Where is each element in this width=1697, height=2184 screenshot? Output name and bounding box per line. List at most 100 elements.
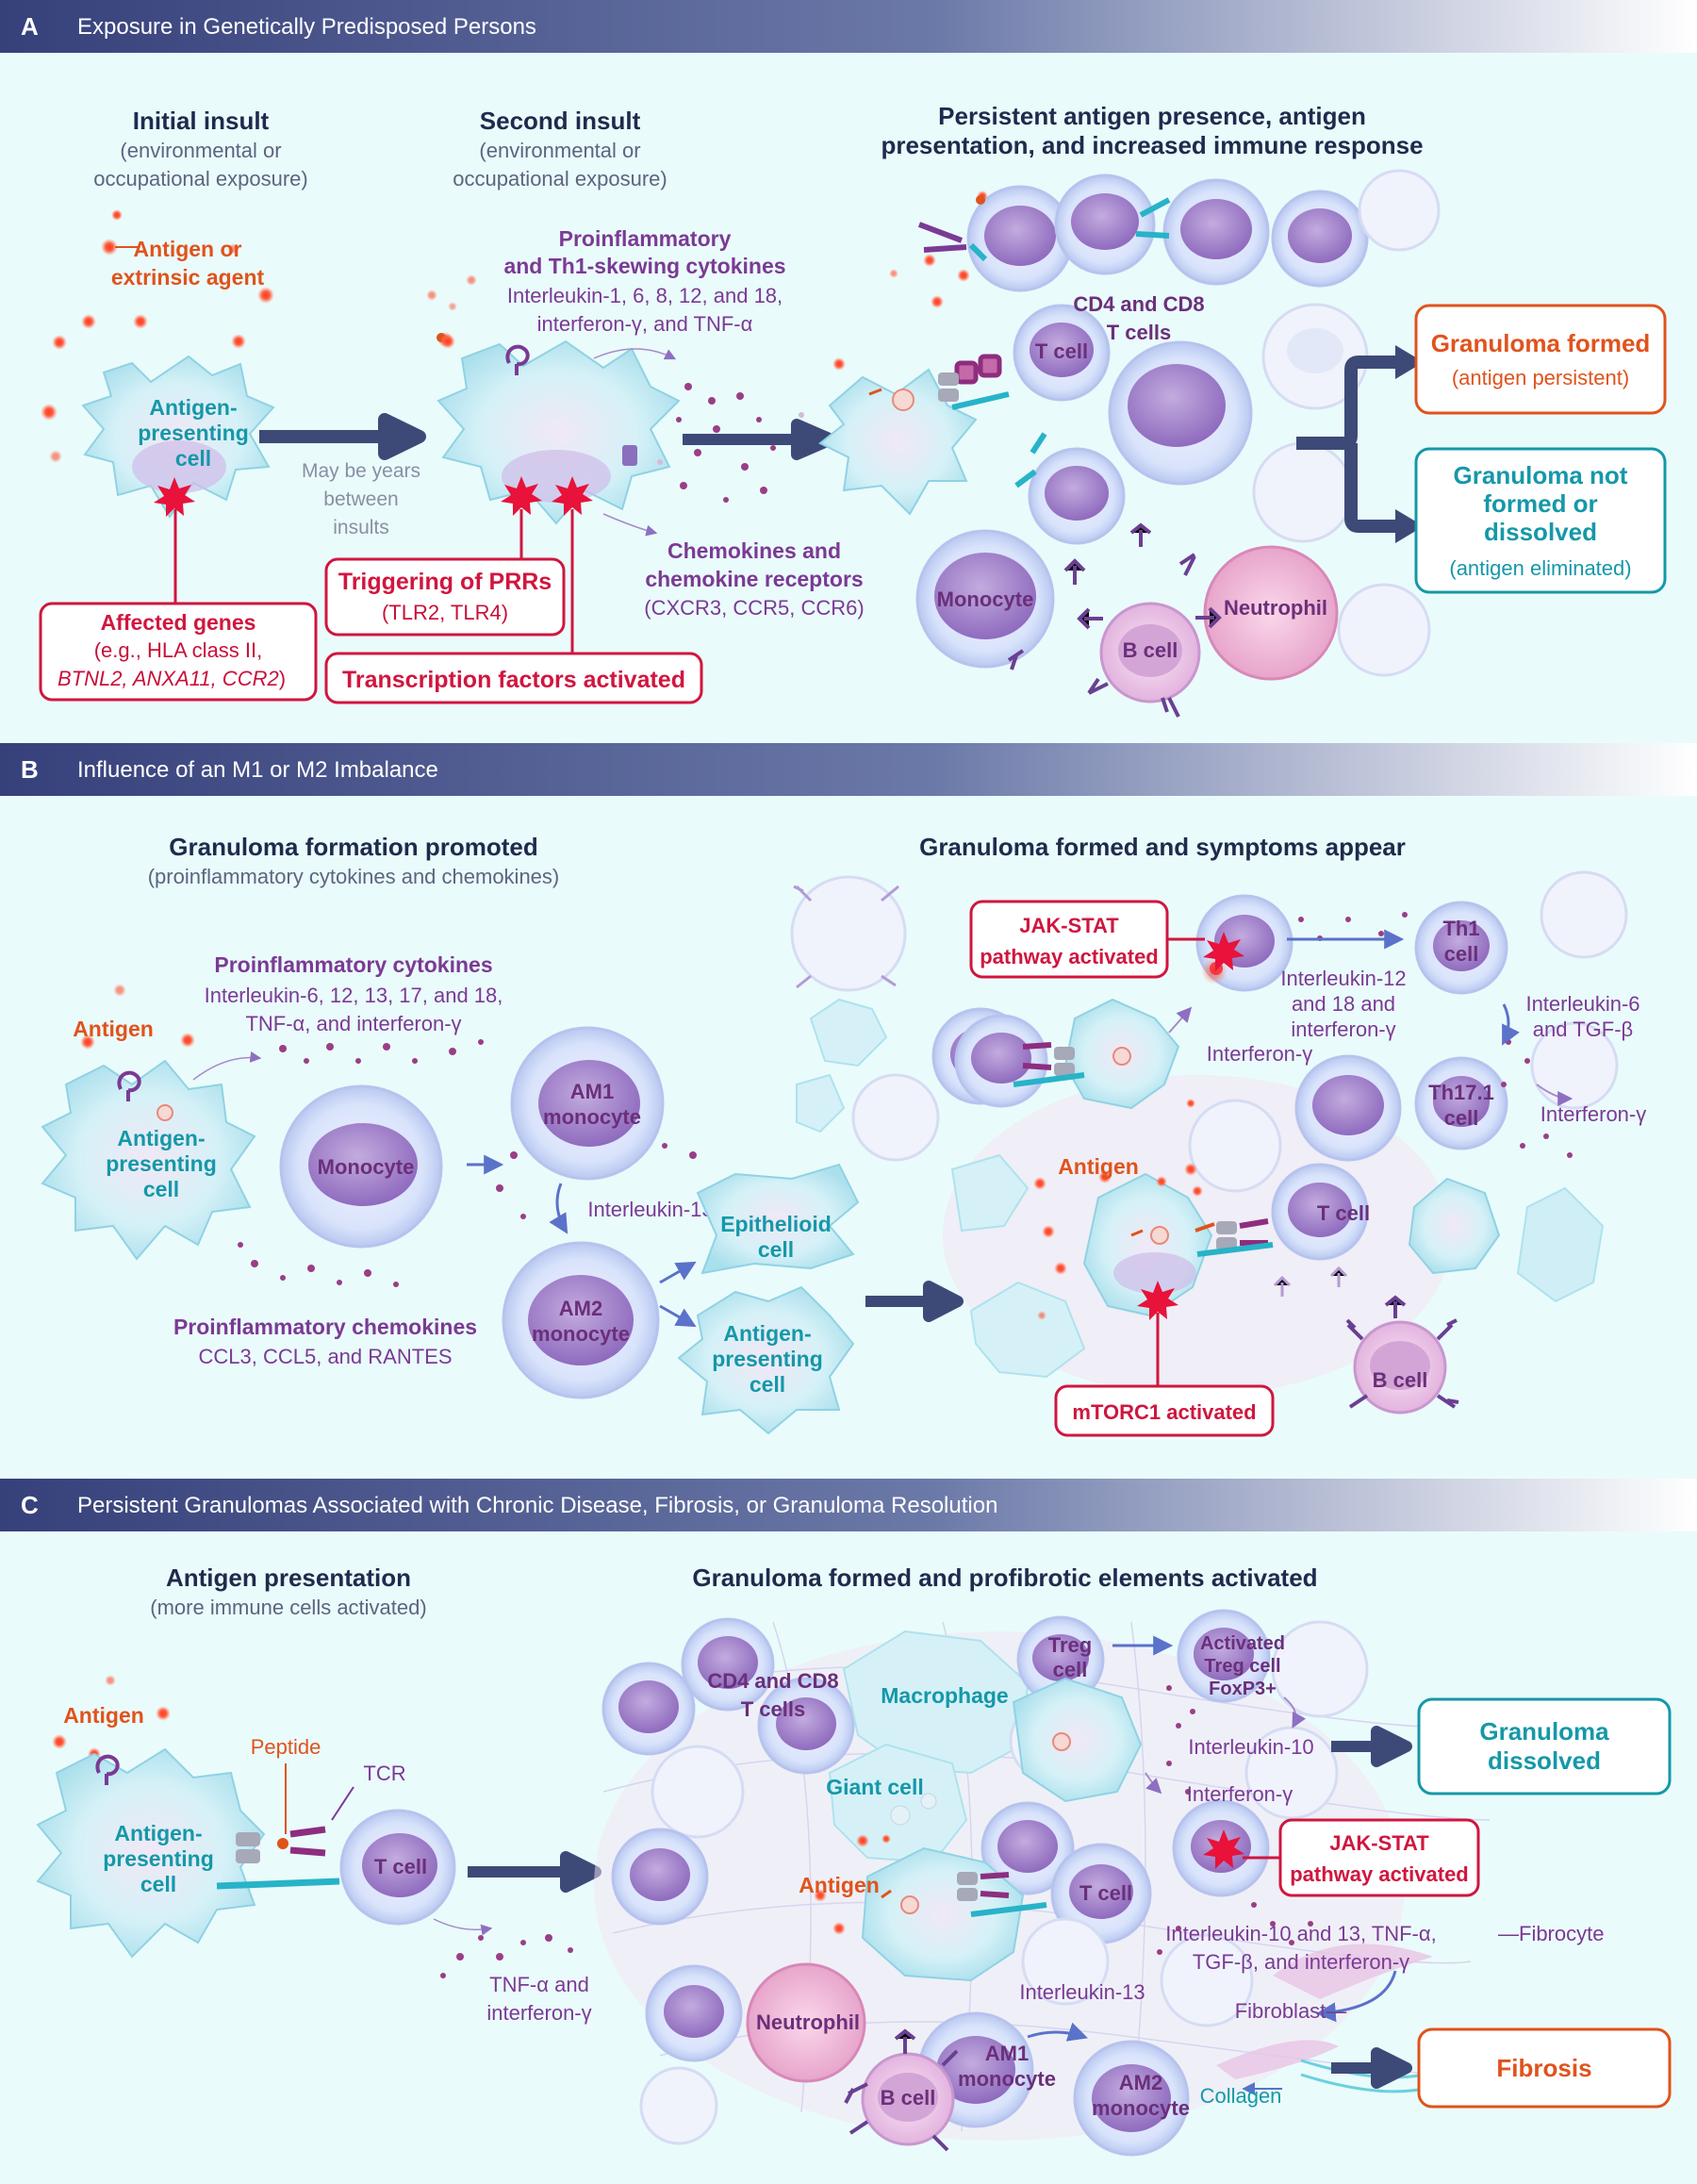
persistent-heading-1: Persistent antigen presence, antigen	[938, 102, 1366, 130]
fibrosis-label: Fibrosis	[1496, 2054, 1591, 2082]
cell-cluster-a	[818, 169, 1441, 718]
affected-genes-line2: (e.g., HLA class II,	[94, 638, 263, 662]
triggering-prrs-box: Triggering of PRRs (TLR2, TLR4)	[324, 557, 566, 637]
affected-genes-box: Affected genes (e.g., HLA class II, BTNL…	[39, 602, 318, 702]
c-neutrophil-label: Neutrophil	[756, 2010, 860, 2034]
persistent-heading-2: presentation, and increased immune respo…	[881, 131, 1423, 159]
c-tnf-label-1: TNF-α and	[489, 1973, 589, 1996]
progression-arrow-c	[468, 1851, 601, 1893]
c-apc-label-2: presenting	[103, 1846, 214, 1871]
granuloma-not-formed-1: Granuloma not	[1454, 461, 1628, 489]
activation-burst-a3	[552, 476, 593, 516]
c-activated-treg-2: Treg cell	[1204, 1656, 1280, 1677]
c-macrophage-label: Macrophage	[881, 1683, 1008, 1708]
b-proinflammatory-cytokines-3: TNF-α, and interferon-γ	[245, 1012, 461, 1035]
apc-b1-label-2: presenting	[106, 1151, 217, 1176]
c-treg-label-2: cell	[1053, 1658, 1088, 1681]
b-epithelioid-label-1: Epithelioid	[720, 1212, 832, 1236]
b-am1-label-2: monocyte	[543, 1105, 641, 1129]
progression-arrow-b	[865, 1281, 964, 1322]
antigen-presenting-cell-a1	[81, 355, 275, 519]
panel-a-header: A Exposure in Genetically Predisposed Pe…	[0, 0, 1697, 53]
c-granuloma-cluster	[594, 1609, 1491, 2157]
c-ap-sub: (more immune cells activated)	[150, 1596, 426, 1619]
c-giant-cell-label: Giant cell	[826, 1775, 924, 1799]
formed-symptoms-heading: Granuloma formed and symptoms appear	[919, 833, 1406, 861]
c-bcell-label: B cell	[881, 2086, 936, 2110]
cd4-cd8-label-2: T cells	[1107, 321, 1171, 344]
granuloma-not-formed-3: dissolved	[1484, 518, 1597, 546]
c-am1-label-2: monocyte	[958, 2067, 1056, 2091]
b-cytokine-dots	[238, 1039, 697, 1287]
apc-b2-label-1: Antigen-	[723, 1321, 811, 1346]
b-il12-label-2: and 18 and	[1292, 992, 1395, 1016]
b-proinflammatory-cytokines-2: Interleukin-6, 12, 13, 17, and 18,	[205, 984, 503, 1007]
transcription-factors-box: Transcription factors activated	[324, 652, 703, 704]
b-ifn-label-2: Interferon-γ	[1540, 1102, 1647, 1126]
chemokines-label-2: chemokine receptors	[645, 567, 863, 591]
antigen-label-2: extrinsic agent	[111, 265, 265, 290]
b-am2-monocyte	[502, 1241, 660, 1399]
c-cytokine-dots	[440, 1934, 573, 1978]
b-tcell-label: T cell	[1317, 1201, 1370, 1225]
second-insult-heading: Second insult	[480, 107, 641, 135]
neutrophil-label-a: Neutrophil	[1224, 596, 1327, 620]
affected-genes-close: )	[279, 667, 286, 690]
initial-insult-sub2: occupational exposure)	[93, 167, 307, 190]
c-fibroblast-label: Fibroblast—	[1235, 1999, 1347, 2023]
c-il13-label: Interleukin-13	[1019, 1980, 1145, 2004]
apc-a1-label-1: Antigen-	[149, 395, 237, 420]
b-jak-stat-1: JAK-STAT	[1019, 914, 1119, 937]
panel-a-title: Exposure in Genetically Predisposed Pers…	[77, 14, 536, 40]
c-antigen-particles	[52, 1675, 171, 1761]
promoted-heading: Granuloma formation promoted	[169, 833, 537, 861]
years-label-1: May be years	[302, 460, 420, 482]
antigen-label-1: Antigen or	[134, 237, 242, 261]
c-il10-label: Interleukin-10	[1188, 1735, 1313, 1759]
proinflammatory-label-4: interferon-γ, and TNF-α	[537, 312, 753, 336]
apc-b2-label-2: presenting	[712, 1347, 823, 1371]
c-activated-treg-3: FoxP3+	[1209, 1679, 1277, 1699]
b-th17-label-1: Th17.1	[1428, 1081, 1494, 1104]
c-am1-label-1: AM1	[985, 2042, 1029, 2065]
c-tnf-label-2: interferon-γ	[486, 2001, 591, 2025]
b-bcell-label: B cell	[1373, 1368, 1428, 1392]
panel-c-header: C Persistent Granulomas Associated with …	[0, 1479, 1697, 1531]
proinflammatory-label-2: and Th1-skewing cytokines	[503, 254, 785, 278]
granuloma-dissolved-2: dissolved	[1488, 1746, 1601, 1775]
granuloma-dissolved-1: Granuloma	[1479, 1717, 1609, 1746]
t-cell-label-a: T cell	[1035, 339, 1088, 363]
b-jak-stat-box: JAK-STAT pathway activated	[969, 900, 1169, 979]
b-il12-label-3: interferon-γ	[1291, 1018, 1395, 1041]
b-am1-monocyte	[510, 1026, 665, 1181]
c-il10c-label: TGF-β, and interferon-γ	[1193, 1950, 1409, 1974]
insult-interval-arrow	[259, 413, 426, 460]
b-monocyte-label: Monocyte	[318, 1155, 415, 1179]
panel-b-header: B Influence of an M1 or M2 Imbalance	[0, 743, 1697, 796]
second-insult-sub1: (environmental or	[479, 139, 640, 162]
b-th17-label-2: cell	[1444, 1106, 1479, 1130]
fibrosis-arrow	[1331, 2047, 1412, 2089]
granuloma-not-formed-4: (antigen eliminated)	[1449, 556, 1631, 580]
c-apc	[36, 1747, 266, 1959]
granuloma-formed-box: Granuloma formed (antigen persistent)	[1414, 304, 1667, 415]
cd4-cd8-label-1: CD4 and CD8	[1073, 292, 1204, 316]
chemokines-label-1: Chemokines and	[667, 538, 841, 563]
years-label-3: insults	[333, 517, 389, 538]
c-tcr-complex	[216, 1826, 340, 1890]
apc-b1-label-3: cell	[143, 1177, 179, 1201]
b-jak-burst	[1203, 932, 1244, 971]
c-t-cell	[339, 1809, 456, 1926]
c-treg-label-1: Treg	[1048, 1633, 1092, 1657]
affected-genes-list: BTNL2, ANXA11, CCR2	[58, 667, 279, 690]
years-label-2: between	[323, 488, 398, 510]
panel-a-letter: A	[21, 12, 39, 41]
c-cd-label-1: CD4 and CD8	[707, 1669, 838, 1693]
panel-c-letter: C	[21, 1491, 39, 1519]
granuloma-dissolved-box: Granuloma dissolved	[1417, 1697, 1672, 1795]
c-il10b-label: Interleukin-10 and 13, TNF-α,	[1165, 1922, 1436, 1945]
c-apc-label-1: Antigen-	[114, 1821, 202, 1845]
b-am1-label-1: AM1	[570, 1080, 614, 1103]
activation-burst-a1	[154, 477, 195, 517]
b-cell-label-a: B cell	[1123, 638, 1178, 662]
